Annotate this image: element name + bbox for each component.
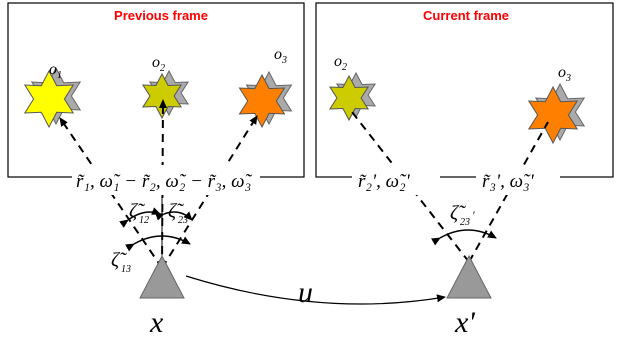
control-label-u: u (298, 276, 313, 309)
star-o2-previous (141, 69, 190, 120)
star-o1-previous-body (23, 69, 75, 129)
motion-arc (185, 275, 446, 305)
svg-text:23: 23 (178, 215, 188, 226)
pose-label-x-prime: x' (454, 306, 475, 339)
svg-text:3: 3 (565, 73, 571, 84)
angle-arc-z23-prime (431, 229, 497, 246)
label-o2-curr: o 2 (334, 53, 347, 73)
current-frame-title: Current frame (423, 8, 509, 23)
star-o1-previous (23, 66, 82, 129)
measurement-text-current-o3: r̃₃', ω̃₃' (482, 171, 535, 192)
robot-x (139, 254, 185, 299)
svg-text:12: 12 (139, 215, 149, 226)
label-o1-prev: o 1 (49, 61, 62, 81)
current-frame-box (315, 2, 614, 178)
svg-text:2: 2 (160, 63, 165, 74)
svg-text:13: 13 (121, 264, 131, 275)
measurement-text-previous: r̃₁, ω̃₁ − r̃₂, ω̃₂ − r̃₃, ω̃₃ (76, 171, 253, 192)
angle-arc-z13 (125, 235, 191, 252)
svg-text:1: 1 (57, 70, 62, 81)
angle-label-z13: ζ̃ 13 (111, 249, 131, 275)
label-o2-prev: o 2 (152, 54, 165, 74)
angle-arc-z23 (155, 211, 193, 221)
svg-text:o: o (152, 54, 160, 71)
svg-text:3: 3 (281, 55, 287, 66)
previous-frame-title: Previous frame (114, 8, 208, 23)
star-o3-previous-body (238, 73, 286, 129)
robot-x-prime (446, 254, 492, 299)
star-o3-current-body (527, 85, 579, 145)
svg-text:o: o (334, 53, 342, 70)
angle-label-z23-prime: ζ̃ 23 ' (450, 202, 475, 228)
label-o3-prev: o 3 (274, 46, 287, 66)
label-o3-curr: o 3 (558, 64, 571, 84)
svg-text:o: o (558, 64, 566, 81)
svg-text:': ' (472, 208, 475, 222)
measurement-line-o3-curr (468, 121, 549, 263)
svg-text:o: o (49, 61, 57, 78)
star-o2-previous-body (141, 72, 183, 120)
svg-text:o: o (274, 46, 282, 63)
svg-text:2: 2 (342, 62, 347, 73)
measurement-text-current-o2: r̃₂', ω̃₂' (358, 171, 411, 192)
star-o2-current-body (328, 74, 370, 122)
pose-label-x: x (149, 306, 164, 339)
star-o3-previous (238, 70, 293, 129)
star-o3-current (527, 82, 586, 145)
svg-text:23: 23 (460, 217, 470, 228)
